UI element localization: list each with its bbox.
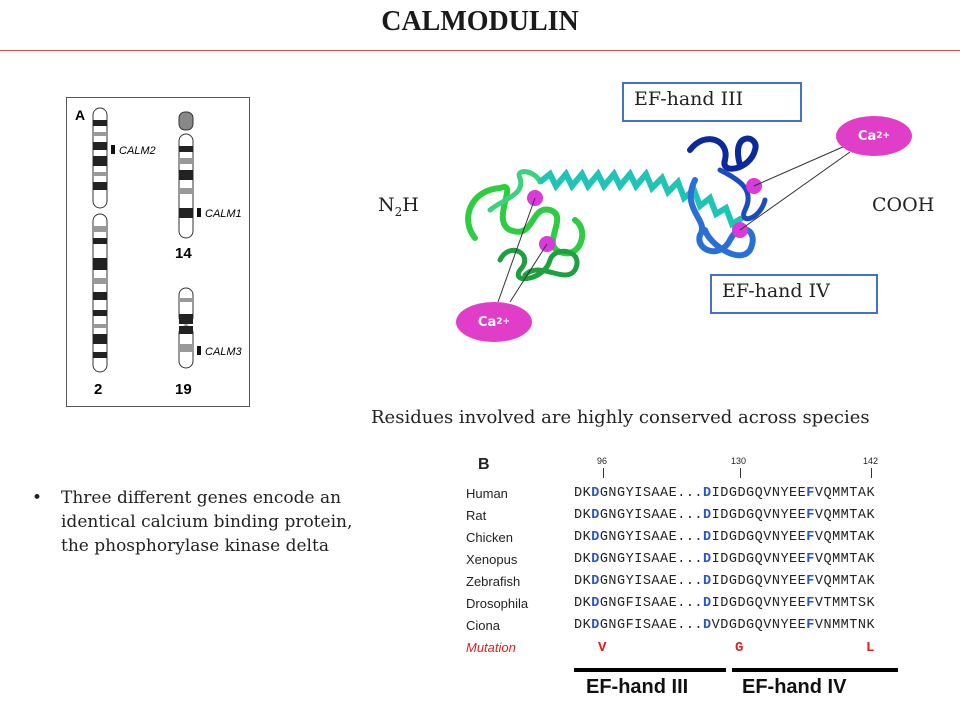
species-label: Zebrafish: [466, 574, 521, 589]
sequence-row: DKDGNGFISAAE...DVDGDGQVNYEEFVNMMTNK: [574, 618, 876, 633]
gene-label-calm1: CALM1: [205, 208, 242, 220]
sequence-row: DKDGNGYISAAE...DIDGDGQVNYEEFVQMMTAK: [574, 530, 876, 545]
position-tick: [740, 468, 741, 478]
bullet-text: Three different genes encode an identica…: [61, 488, 353, 556]
species-label: Rat: [466, 508, 487, 523]
c-terminus-label: COOH: [872, 194, 935, 216]
mutation-residue: L: [866, 640, 875, 656]
sequence-row: DKDGNGYISAAE...DIDGDGQVNYEEFVQMMTAK: [574, 574, 876, 589]
gene-label-calm3: CALM3: [205, 346, 243, 358]
species-label: Chicken: [466, 530, 513, 545]
chromosome-label-2: 2: [94, 381, 102, 398]
alignment-ef-hand-iii-label: EF-hand III: [586, 676, 689, 698]
species-label: Ciona: [466, 618, 500, 633]
position-label-130: 130: [731, 456, 747, 466]
calm3-marker: [197, 346, 201, 355]
sequence-row: DKDGNGYISAAE...DIDGDGQVNYEEFVQMMTAK: [574, 486, 876, 501]
ef-hand-iv-bar: [732, 668, 898, 672]
mutation-label: Mutation: [466, 640, 516, 655]
n-terminus-label: N2H: [378, 194, 419, 219]
calcium-pointer-lines: [497, 145, 851, 303]
chromosome-14: [178, 111, 194, 239]
bullet-dot: •: [32, 488, 43, 508]
central-helix-ribbon: [538, 168, 744, 229]
mutation-residue: G: [735, 640, 744, 656]
gene-label-calm2: CALM2: [119, 145, 156, 157]
species-label: Human: [466, 486, 508, 501]
calm1-marker: [197, 208, 201, 217]
calm2-marker: [111, 145, 115, 154]
n-lobe-ribbon: [465, 169, 586, 282]
title-divider: [0, 50, 960, 51]
gene-bullet: • Three different genes encode an identi…: [32, 486, 362, 558]
chromosome-label-19: 19: [175, 381, 192, 398]
alignment-ef-hand-iv-label: EF-hand IV: [742, 676, 847, 698]
chromosome-ideogram-panel: A CALM2 2: [66, 97, 250, 407]
ef-hand-iv-label: EF-hand IV: [710, 274, 878, 314]
protein-ribbon-drawing: [465, 135, 851, 303]
chromosome-2: [92, 107, 108, 373]
sequence-row: DKDGNGYISAAE...DIDGDGQVNYEEFVQMMTAK: [574, 508, 876, 523]
species-label: Drosophila: [466, 596, 529, 611]
position-label-142: 142: [863, 456, 879, 466]
residues-caption: Residues involved are highly conserved a…: [371, 407, 870, 428]
position-tick: [871, 468, 872, 478]
sequence-row: DKDGNGYISAAE...DIDGDGQVNYEEFVQMMTAK: [574, 552, 876, 567]
slide-title: CALMODULIN: [381, 6, 579, 37]
chromosome-ideogram-drawing: A CALM2 2: [75, 107, 243, 398]
ef-hand-iii-bar: [574, 668, 726, 672]
position-label-96: 96: [597, 456, 608, 466]
sequence-row: DKDGNGFISAAE...DIDGDGQVNYEEFVTMMTSK: [574, 596, 876, 611]
species-label: Xenopus: [466, 552, 518, 567]
chromosome-label-14: 14: [175, 245, 192, 262]
mutation-residue: V: [598, 640, 607, 656]
ideogram-panel-label: A: [75, 107, 85, 123]
chromosome-19: [178, 287, 194, 369]
ef-hand-iii-label: EF-hand III: [622, 82, 802, 122]
c-lobe-ribbon: [687, 135, 768, 259]
alignment-panel-label: B: [478, 456, 490, 473]
position-tick: [603, 468, 604, 478]
sequence-alignment-panel: B 96 130 142 Human Rat Chicken Xenopus Z…: [460, 452, 950, 714]
